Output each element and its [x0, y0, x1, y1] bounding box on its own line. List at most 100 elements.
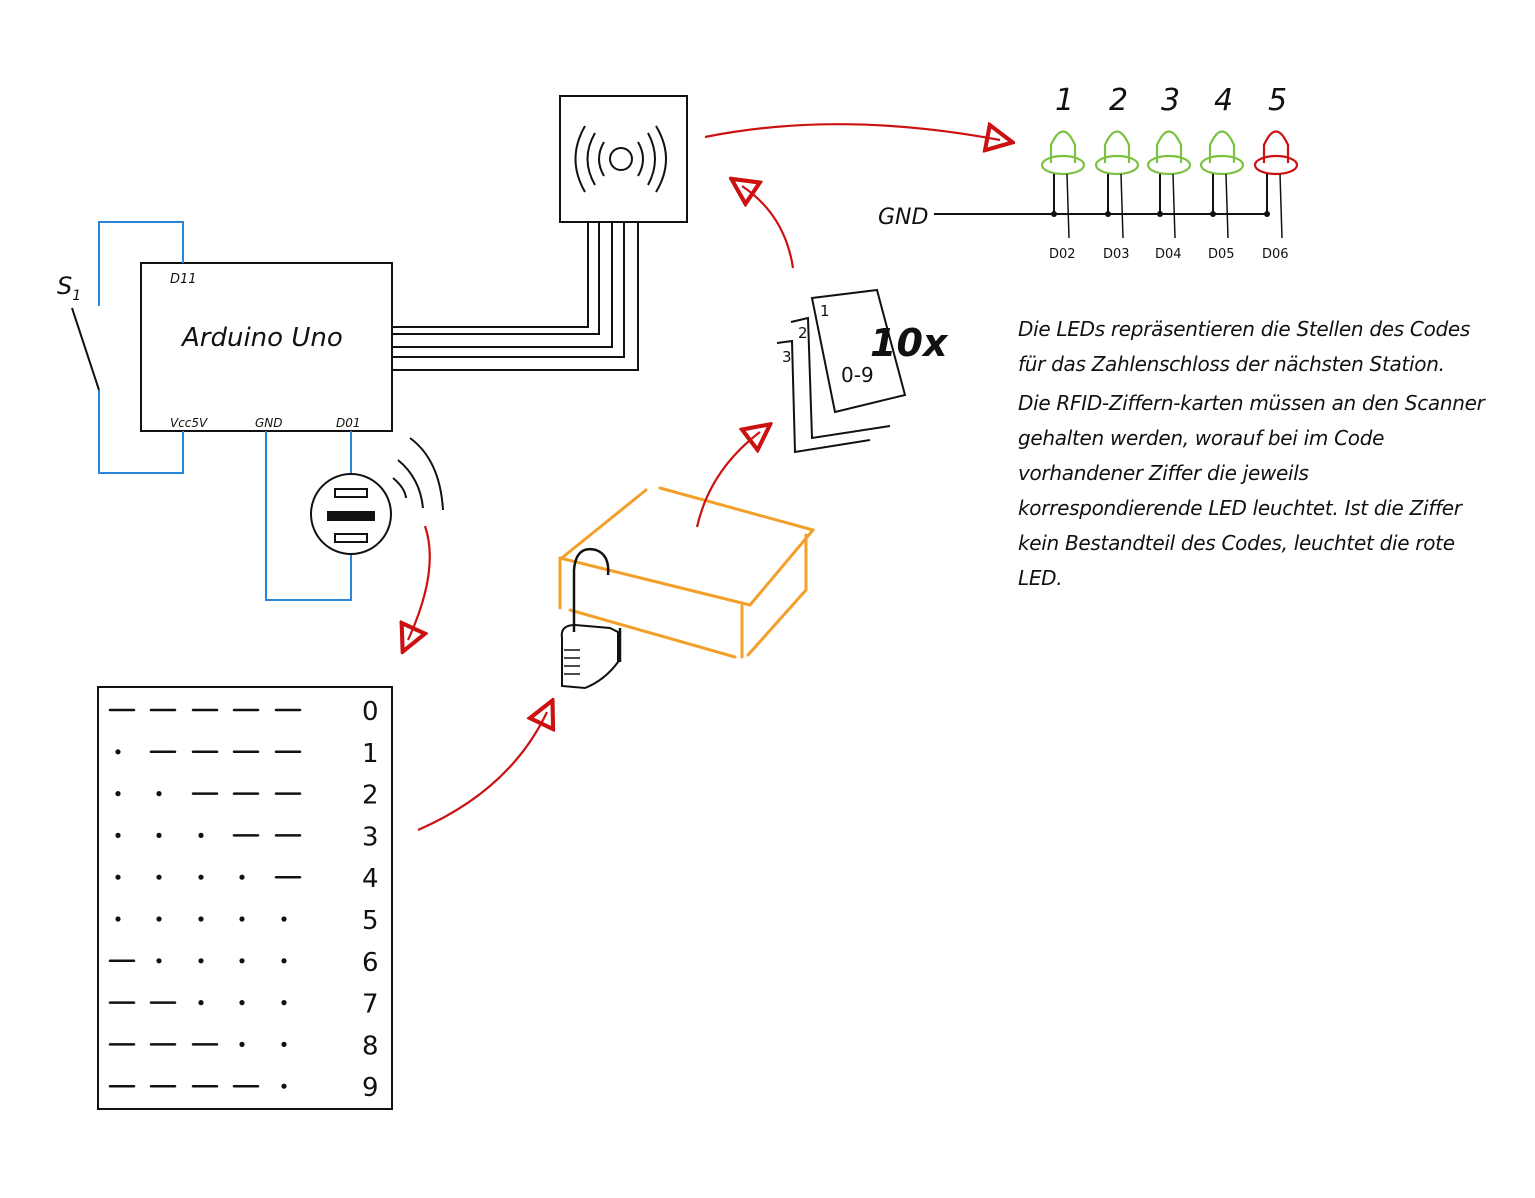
- card-count-label: 10x: [870, 321, 949, 365]
- morse-dot: [239, 916, 245, 922]
- led-anode-leg: [1279, 173, 1283, 239]
- morse-row-5: 5: [115, 906, 379, 936]
- morse-dot: [115, 874, 121, 880]
- arrow-buzzer-to-table: [408, 525, 431, 640]
- description-notes: Die LEDs repräsentieren die Stellen des …: [1018, 312, 1488, 600]
- morse-dot: [115, 791, 121, 797]
- arrow-scanner-to-leds: [704, 124, 1000, 140]
- morse-dot: [198, 1000, 204, 1006]
- junction-dot: [1105, 211, 1111, 217]
- morse-digit-label: 9: [362, 1073, 379, 1103]
- wire-vcc: [98, 390, 184, 474]
- rfid-scanner: [392, 95, 688, 371]
- morse-dot: [198, 958, 204, 964]
- wire-d11: [98, 221, 184, 306]
- led-anode-leg: [1225, 173, 1229, 239]
- pin-d01-label: D01: [336, 416, 361, 430]
- led-number-label: 1: [1055, 83, 1074, 118]
- morse-dot: [281, 1083, 287, 1089]
- pin-d11-label: D11: [170, 272, 197, 287]
- morse-row-7: 7: [108, 990, 379, 1020]
- morse-dot: [115, 749, 121, 755]
- card-1-label: 1: [820, 302, 830, 320]
- card-3: [776, 339, 871, 454]
- morse-dot: [115, 916, 121, 922]
- morse-dot: [239, 958, 245, 964]
- morse-row-6: 6: [108, 948, 379, 978]
- card-1: [810, 288, 907, 414]
- arrow-box-to-cards: [695, 432, 760, 528]
- pin-gnd-label: GND: [255, 416, 283, 430]
- led-rim: [1040, 154, 1086, 176]
- led-pin-label: D02: [1049, 247, 1076, 262]
- junction-dot: [1157, 211, 1163, 217]
- rfid-cards: 3 2 1 0-9 10x: [776, 288, 949, 454]
- morse-row-9: 9: [108, 1073, 379, 1103]
- junction-dot: [1051, 211, 1057, 217]
- led-dome-icon: [1103, 130, 1131, 163]
- led-rim: [1094, 154, 1140, 176]
- led-rim: [1253, 154, 1299, 176]
- junction-dot: [1264, 211, 1270, 217]
- morse-dot: [198, 874, 204, 880]
- sound-waves-icon: [392, 437, 444, 511]
- led-pin-label: D06: [1262, 247, 1289, 262]
- card-3-label: 3: [782, 348, 792, 366]
- morse-digit-label: 5: [362, 906, 379, 936]
- led-pin-label: D04: [1155, 247, 1182, 262]
- morse-table-frame: [97, 686, 393, 1110]
- morse-dot: [156, 832, 162, 839]
- led-dome-icon: [1049, 130, 1077, 163]
- morse-digit-label: 8: [362, 1031, 379, 1061]
- buzzer: [265, 431, 444, 601]
- arrow-cards-to-scanner: [742, 186, 795, 269]
- morse-dot: [156, 791, 162, 797]
- morse-digit-label: 0: [362, 697, 379, 727]
- morse-dot: [239, 1041, 245, 1047]
- card-2-label: 2: [798, 324, 808, 342]
- switch-lever: [71, 307, 100, 391]
- morse-digit-label: 6: [362, 948, 379, 978]
- led-number-label: 2: [1109, 83, 1128, 118]
- morse-digit-label: 4: [362, 864, 379, 894]
- morse-digit-label: 3: [362, 822, 379, 852]
- junction-dot: [1210, 211, 1216, 217]
- wire-gnd: [265, 431, 352, 601]
- led-pin-label: D03: [1103, 247, 1130, 262]
- rfid-waves-icon: [574, 125, 667, 193]
- led-number-label: 3: [1161, 83, 1180, 118]
- led-anode-leg: [1172, 173, 1176, 239]
- morse-dot: [156, 916, 162, 922]
- arrow-table-to-box: [417, 712, 547, 832]
- led-rim: [1146, 154, 1192, 176]
- morse-dot: [198, 916, 204, 922]
- led-rim: [1199, 154, 1245, 176]
- locked-box: [558, 486, 815, 659]
- flow-arrows: [408, 124, 1000, 832]
- gnd-rail-label: GND: [878, 205, 928, 230]
- morse-row-8: 8: [108, 1031, 379, 1061]
- note-paragraph-1: Die LEDs repräsentieren die Stellen des …: [1018, 317, 1471, 376]
- led-number-label: 4: [1214, 83, 1233, 118]
- arduino-board: Arduino Uno D11 Vcc5V GND D01: [140, 262, 393, 432]
- morse-digit-label: 7: [362, 990, 379, 1020]
- morse-dot: [239, 874, 245, 880]
- morse-digit-label: 1: [362, 739, 379, 769]
- led-dome-icon: [1155, 130, 1183, 163]
- morse-dot: [281, 958, 287, 964]
- morse-dot: [198, 832, 204, 839]
- note-paragraph-2: Die RFID-Ziffern-karten müssen an den Sc…: [1018, 391, 1485, 590]
- morse-dot: [281, 1000, 287, 1006]
- morse-row-3: 3: [115, 822, 379, 852]
- morse-row-1: 1: [115, 739, 379, 769]
- led-anode-leg: [1066, 173, 1070, 239]
- led-anode-leg: [1120, 173, 1124, 239]
- morse-digit-label: 2: [362, 781, 379, 811]
- switch-s1: S1: [57, 221, 184, 474]
- morse-dot: [156, 958, 162, 964]
- card-range-label: 0-9: [841, 363, 874, 387]
